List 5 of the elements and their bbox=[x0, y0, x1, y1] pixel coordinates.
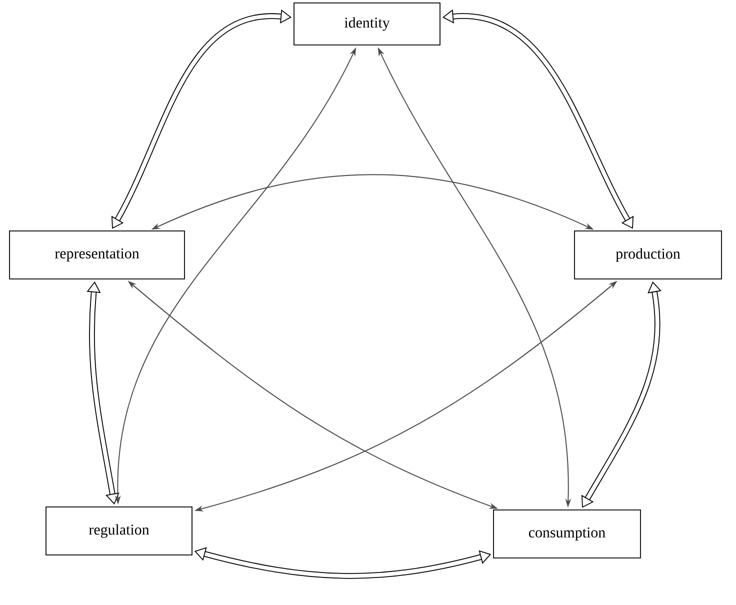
label-box: consumption bbox=[493, 510, 641, 558]
label-box: representation bbox=[9, 230, 185, 280]
label-box: identity bbox=[294, 2, 440, 46]
label-box: regulation bbox=[46, 506, 192, 556]
label-box: production bbox=[574, 230, 722, 280]
